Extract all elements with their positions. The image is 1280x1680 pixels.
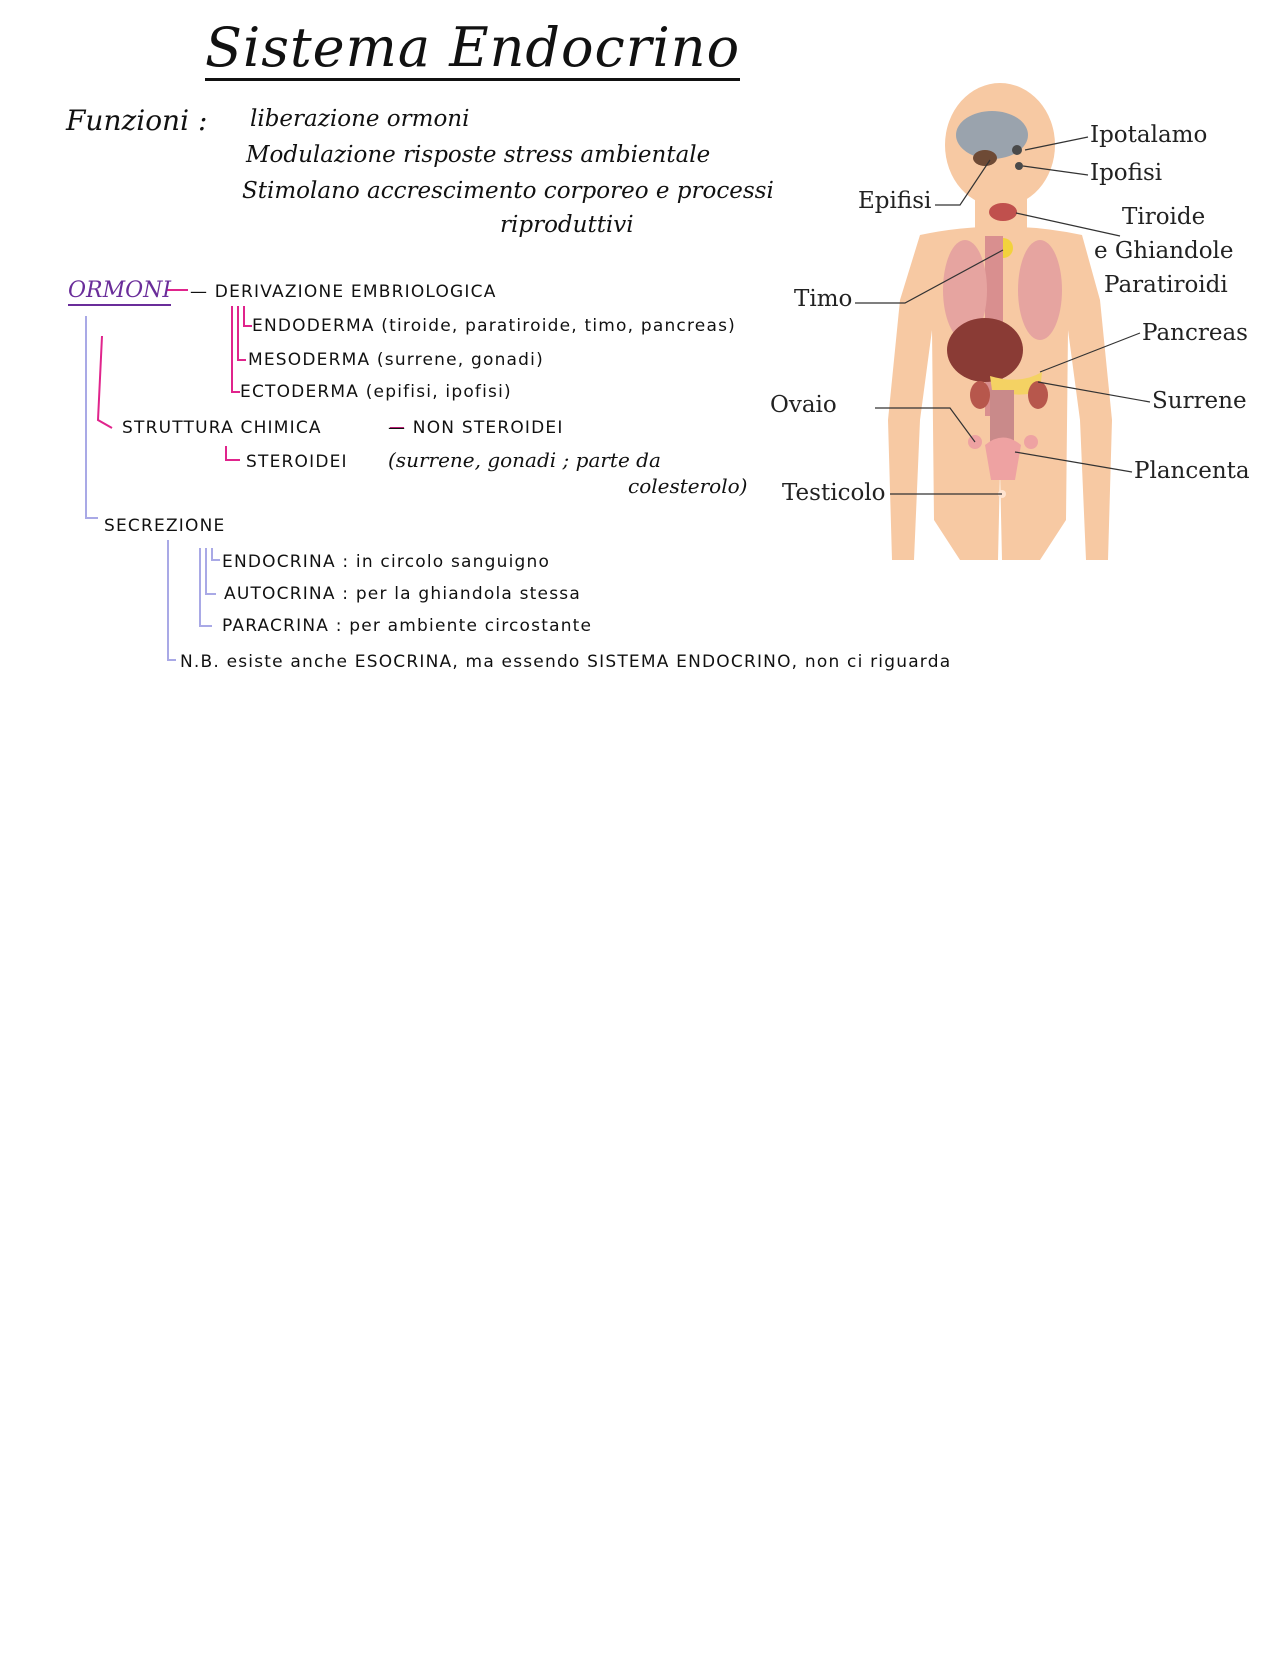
funzioni-item: liberazione ormoni [250, 106, 470, 132]
non-steroidei-label: — NON STEROIDEI [388, 418, 564, 438]
funzioni-label: Funzioni : [66, 104, 208, 137]
ormoni-label: ORMONI [68, 278, 172, 306]
label-testicolo: Testicolo [782, 480, 886, 506]
label-ovaio: Ovaio [770, 392, 837, 418]
steroidei-note-2: colesterolo) [628, 474, 748, 498]
secrezione-label: SECREZIONE [104, 516, 226, 536]
label-pancreas: Pancreas [1142, 320, 1248, 346]
secrezione-item: PARACRINA : per ambiente circostante [222, 616, 593, 636]
endocrine-figure [855, 83, 1151, 560]
label-surrene: Surrene [1152, 388, 1247, 414]
derivazione-item: MESODERMA (surrene, gonadi) [248, 350, 544, 370]
page-title: Sistema Endocrino [205, 16, 741, 81]
secrezione-item: ENDOCRINA : in circolo sanguigno [222, 552, 551, 572]
tree-lines [85, 289, 404, 661]
label-plancenta: Plancenta [1134, 458, 1250, 484]
label-ipofisi: Ipofisi [1090, 160, 1163, 186]
funzioni-item: riproduttivi [500, 212, 634, 238]
derivazione-item: ECTODERMA (epifisi, ipofisi) [240, 382, 512, 402]
steroidei-label: STEROIDEI [246, 452, 348, 472]
label-timo: Timo [794, 286, 853, 312]
funzioni-item: Modulazione risposte stress ambientale [246, 142, 711, 168]
label-paratiroidi: Paratiroidi [1104, 272, 1228, 298]
derivazione-label: — DERIVAZIONE EMBRIOLOGICA [190, 282, 497, 302]
label-tiroide: Tiroide [1122, 204, 1206, 230]
nb-note: N.B. esiste anche ESOCRINA, ma essendo S… [180, 652, 952, 672]
funzioni-item: Stimolano accrescimento corporeo e proce… [242, 178, 774, 204]
steroidei-note: (surrene, gonadi ; parte da [388, 448, 661, 472]
derivazione-item: ENDODERMA (tiroide, paratiroide, timo, p… [252, 316, 736, 336]
label-epifisi: Epifisi [858, 188, 932, 214]
secrezione-item: AUTOCRINA : per la ghiandola stessa [224, 584, 581, 604]
label-ghiandole: e Ghiandole [1094, 238, 1234, 264]
label-ipotalamo: Ipotalamo [1090, 122, 1208, 148]
struttura-label: STRUTTURA CHIMICA [122, 418, 322, 438]
